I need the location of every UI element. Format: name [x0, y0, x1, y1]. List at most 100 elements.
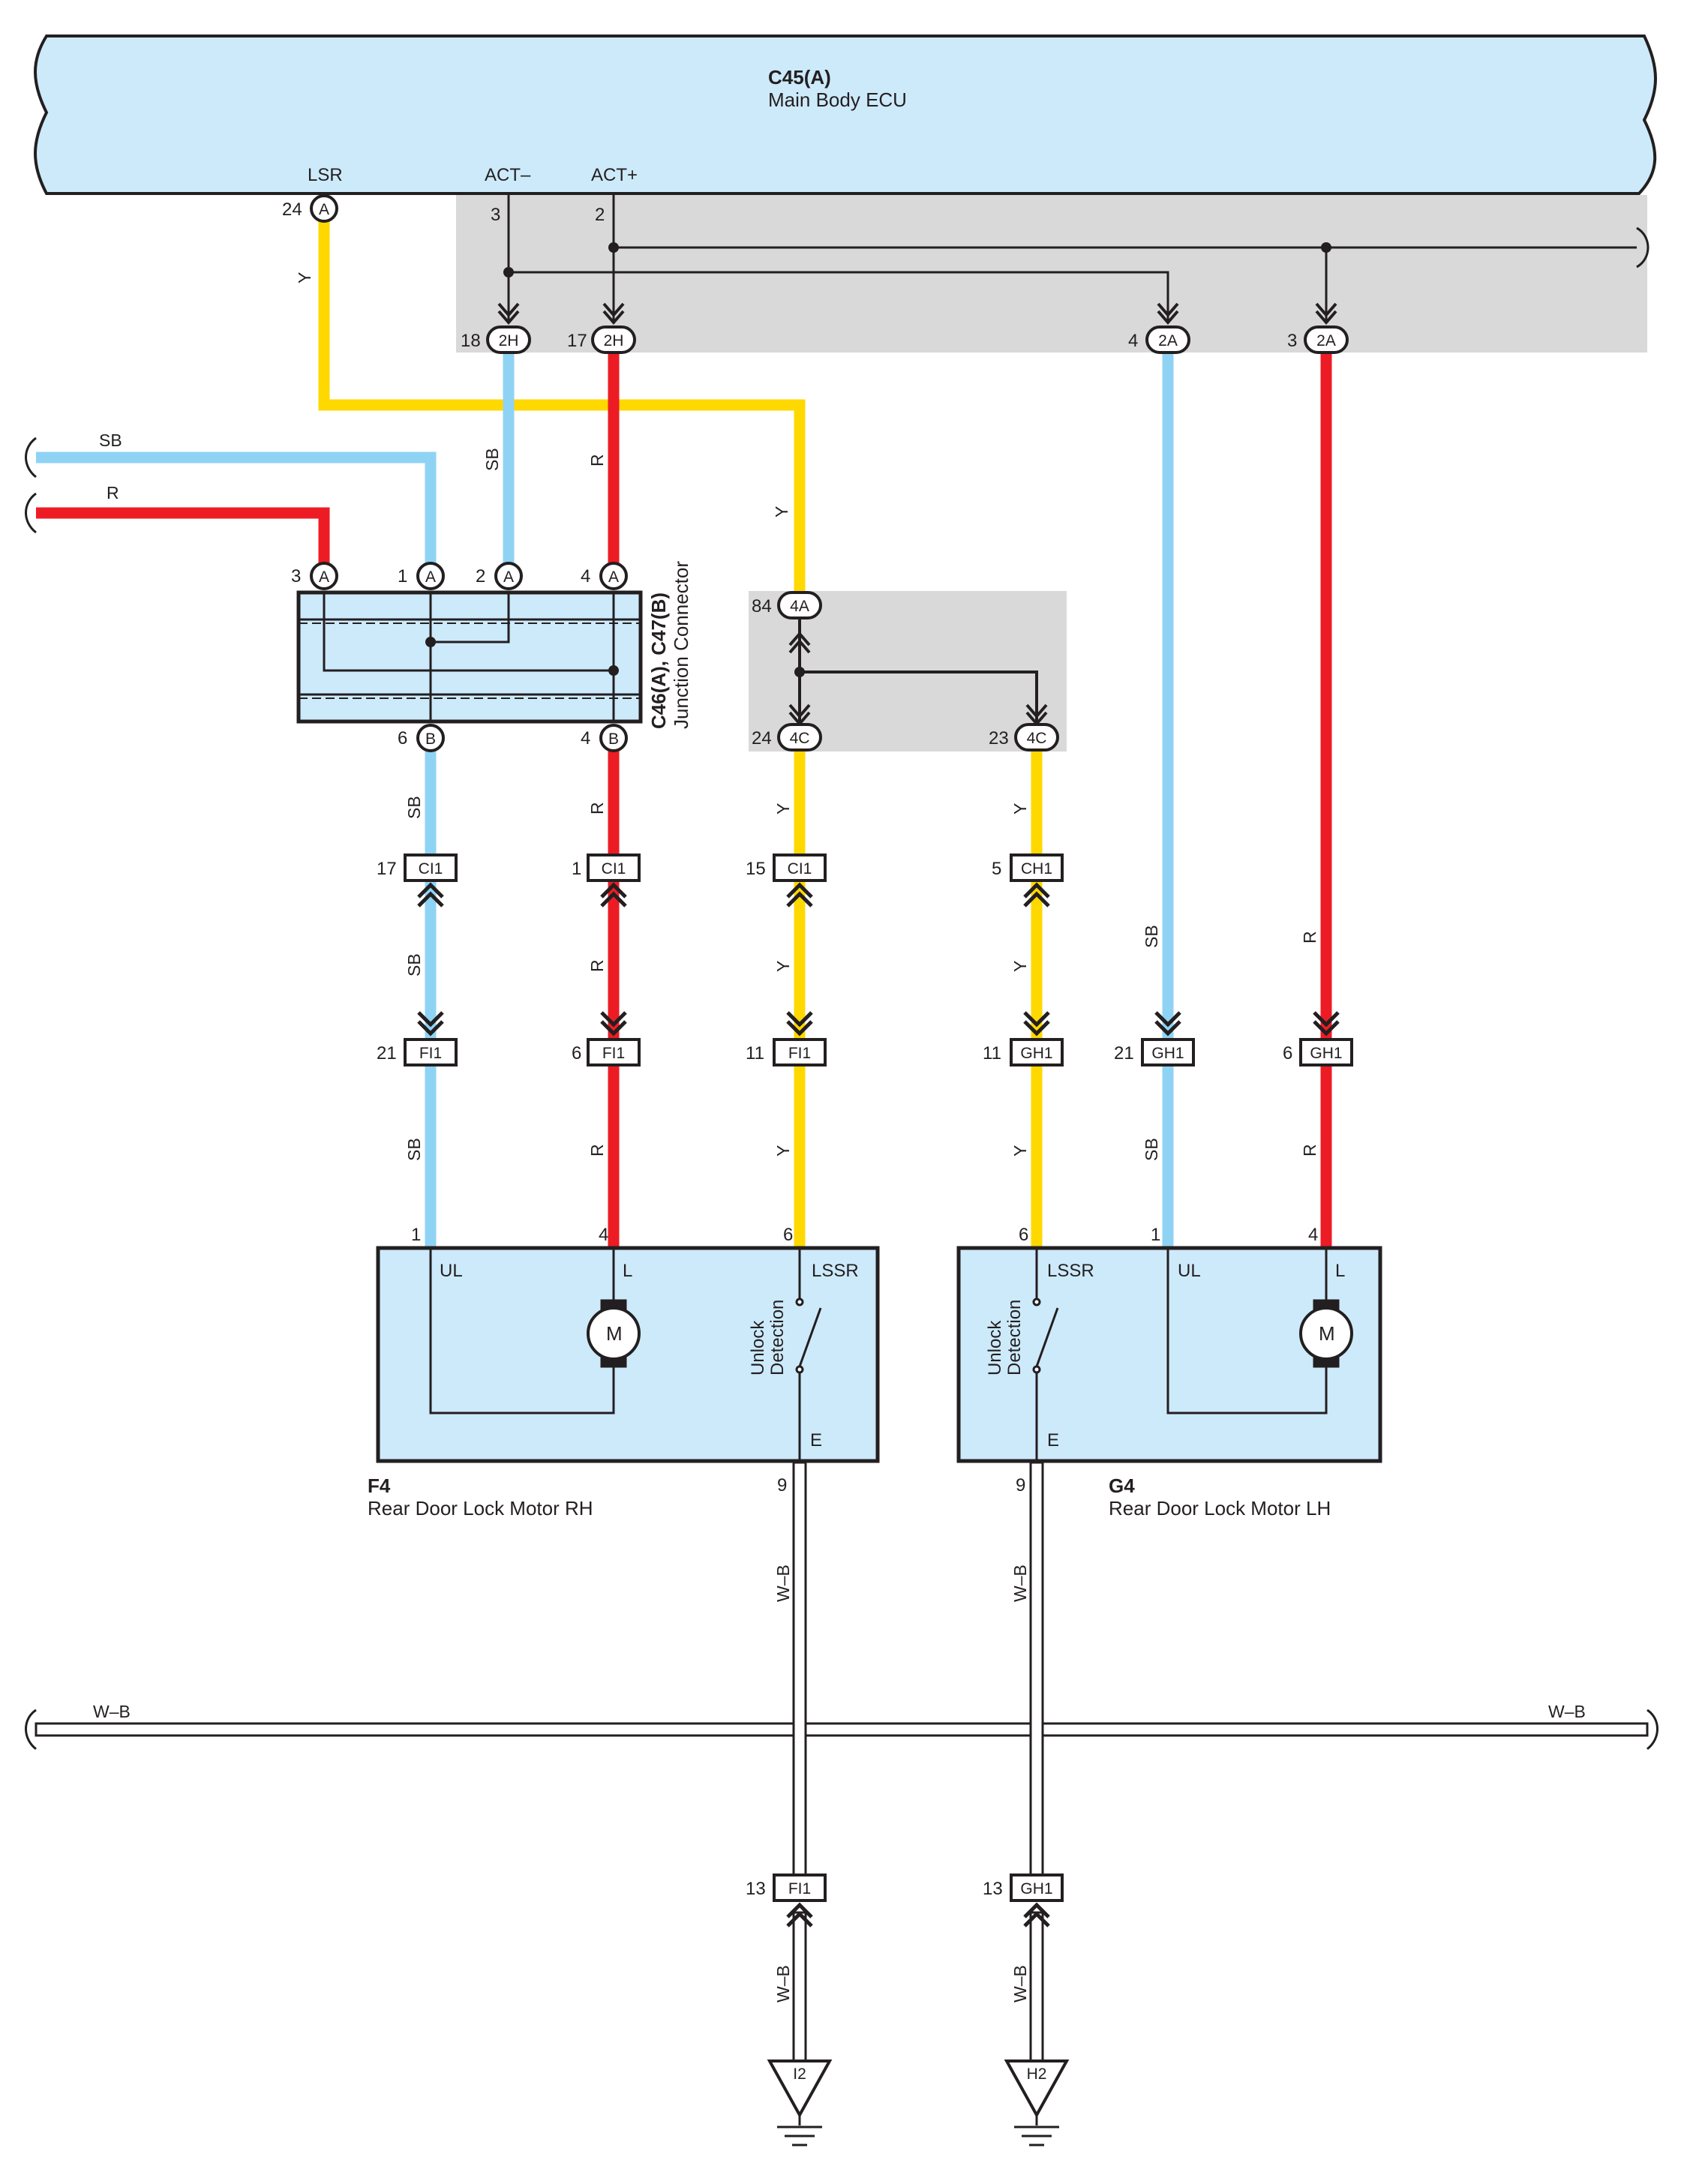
svg-text:24: 24: [752, 728, 772, 748]
svg-text:Y: Y: [773, 961, 793, 972]
conn-4c-23: 4C 23: [989, 723, 1059, 752]
svg-text:4: 4: [1308, 1225, 1318, 1245]
svg-text:GH1: GH1: [1310, 1045, 1342, 1062]
svg-text:R: R: [1300, 931, 1319, 944]
conn-4a-84: 4A 84: [752, 591, 822, 620]
svg-text:R: R: [587, 1144, 607, 1156]
svg-text:Unlock: Unlock: [748, 1320, 768, 1376]
svg-text:CI1: CI1: [419, 860, 443, 878]
svg-text:R: R: [587, 802, 607, 814]
svg-text:H2: H2: [1027, 2066, 1047, 2083]
svg-text:4C: 4C: [1027, 730, 1047, 747]
svg-text:9: 9: [1016, 1475, 1025, 1496]
svg-text:W–B: W–B: [773, 1965, 793, 2002]
svg-text:I2: I2: [793, 2066, 806, 2083]
svg-text:W–B: W–B: [93, 1702, 131, 1721]
svg-text:Y: Y: [1010, 961, 1030, 972]
svg-text:CI1: CI1: [788, 860, 812, 878]
svg-text:6: 6: [398, 728, 407, 748]
ecu-name: Main Body ECU: [768, 88, 907, 111]
svg-text:2A: 2A: [1316, 332, 1336, 350]
conn-fi1-13: FI1 13: [746, 1874, 827, 1902]
svg-text:9: 9: [777, 1475, 787, 1496]
svg-text:UL: UL: [440, 1261, 463, 1281]
svg-text:1: 1: [398, 566, 407, 586]
svg-text:W–B: W–B: [1010, 1965, 1030, 2002]
svg-text:6: 6: [1283, 1043, 1292, 1064]
conn-gh1-11: GH1 11: [983, 1038, 1064, 1066]
svg-text:SB: SB: [404, 1138, 424, 1161]
motor-rh-name: Rear Door Lock Motor RH: [368, 1497, 593, 1520]
wire-labels-mid: SB R Y Y SB R Y Y SB R SB R Y Y SB R: [404, 796, 1319, 1161]
svg-text:17: 17: [567, 331, 587, 351]
main-body-ecu: C45(A) Main Body ECU: [34, 34, 1657, 195]
svg-text:R: R: [587, 454, 607, 466]
inline-conn-row1: CI1 17 CI1 1 CI1 15 CH1 5: [377, 854, 1064, 882]
svg-text:A: A: [425, 568, 436, 586]
svg-text:84: 84: [752, 596, 772, 616]
svg-text:SB: SB: [404, 796, 424, 819]
arrowheads-top: [497, 302, 1337, 326]
svg-text:Y: Y: [772, 506, 791, 518]
ground-h2: H2: [1004, 2060, 1070, 2146]
svg-text:2H: 2H: [499, 332, 519, 350]
svg-text:21: 21: [1114, 1043, 1134, 1064]
svg-text:Y: Y: [773, 803, 793, 814]
svg-text:6: 6: [1019, 1225, 1028, 1245]
svg-text:3: 3: [291, 566, 301, 586]
svg-text:CI1: CI1: [602, 860, 626, 878]
svg-text:13: 13: [746, 1879, 766, 1899]
wires: [36, 219, 1332, 1246]
ground-i2: I2: [767, 2060, 833, 2146]
svg-text:11: 11: [983, 1043, 1001, 1064]
svg-text:4: 4: [581, 566, 590, 586]
motor-lh-name: Rear Door Lock Motor LH: [1109, 1497, 1331, 1520]
svg-text:A: A: [608, 568, 619, 586]
pin-no-lsr: 24: [282, 200, 302, 220]
pin-label-lsr: LSR: [308, 165, 343, 185]
svg-text:Detection: Detection: [1004, 1300, 1025, 1376]
svg-text:W–B: W–B: [1010, 1564, 1030, 1602]
svg-text:FI1: FI1: [419, 1045, 442, 1062]
pin-no-act-plus: 2: [595, 205, 605, 225]
svg-text:5: 5: [992, 859, 1001, 879]
svg-text:W–B: W–B: [1548, 1702, 1586, 1721]
svg-text:4: 4: [581, 728, 590, 748]
conn-2h-17: 2H 17: [567, 326, 636, 354]
motor-lh: 6 1 4 LSSR UL L E M Unlock Detection G4 …: [956, 1225, 1382, 1520]
svg-text:B: B: [608, 730, 619, 748]
svg-text:11: 11: [746, 1043, 764, 1064]
svg-text:2: 2: [476, 566, 485, 586]
svg-text:A: A: [319, 568, 329, 586]
svg-text:23: 23: [989, 728, 1009, 748]
conn-ci1-1: CI1 1: [572, 854, 641, 882]
svg-text:2A: 2A: [1158, 332, 1178, 350]
svg-text:LSSR: LSSR: [812, 1261, 859, 1281]
svg-text:LSSR: LSSR: [1047, 1261, 1094, 1281]
conn-gh1-6: GH1 6: [1283, 1038, 1353, 1066]
conn-gh1-13: GH1 13: [983, 1874, 1064, 1902]
svg-text:Detection: Detection: [767, 1300, 788, 1376]
splice-dots: [503, 242, 1331, 278]
svg-text:E: E: [1047, 1430, 1059, 1450]
conn-fi1-21: FI1 21: [377, 1038, 458, 1066]
svg-text:M: M: [1319, 1322, 1335, 1345]
conn-fi1-6: FI1 6: [572, 1038, 641, 1066]
conn-2a-4: 2A 4: [1128, 326, 1190, 354]
svg-text:21: 21: [377, 1043, 397, 1064]
arrowheads-ground: [786, 1902, 1050, 1928]
svg-text:Unlock: Unlock: [985, 1320, 1005, 1376]
svg-text:4A: 4A: [790, 598, 809, 615]
wire-labels-upper: Y SB R Y SB R: [99, 272, 791, 518]
ecu-splice-area: [456, 195, 1647, 352]
svg-text:17: 17: [377, 859, 397, 879]
svg-text:Y: Y: [295, 272, 314, 284]
svg-text:L: L: [1335, 1261, 1345, 1281]
splice-dot-4a: [794, 667, 805, 677]
arrowheads-row2: [417, 1011, 1340, 1036]
svg-text:FI1: FI1: [788, 1880, 811, 1898]
pin-lsr-24a: A: [310, 194, 338, 223]
left-break-marks: [25, 436, 37, 534]
ecu-id: C45(A): [768, 66, 831, 88]
